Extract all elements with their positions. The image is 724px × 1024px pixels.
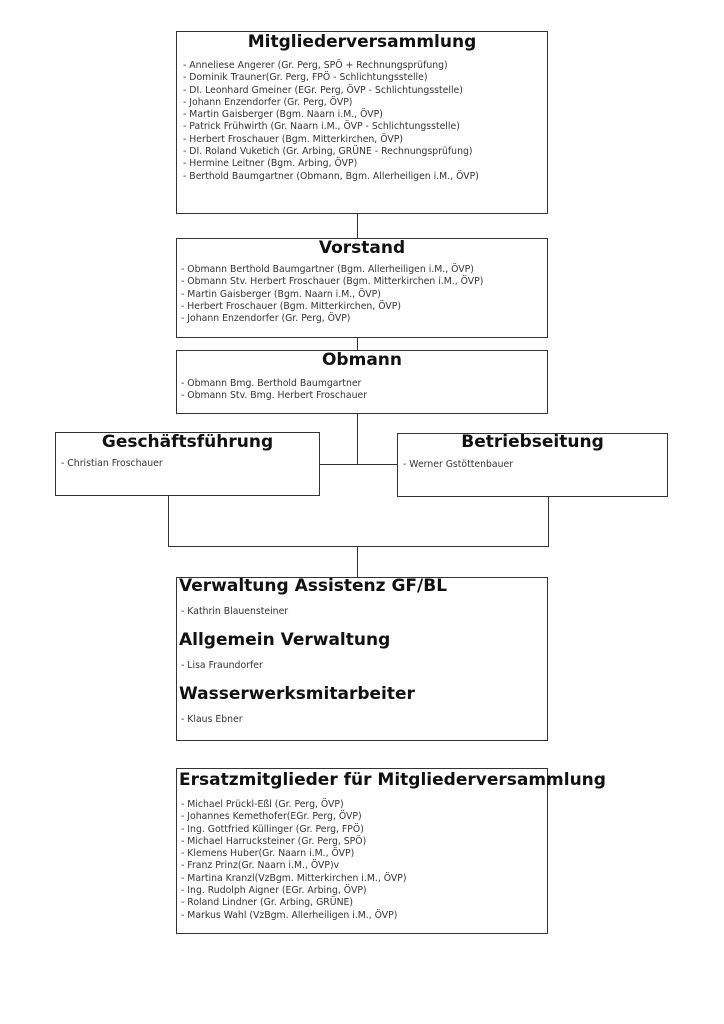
- verwaltung-section-wasserwerk: Wasserwerksmitarbeiter - Klaus Ebner: [179, 684, 545, 726]
- list-item: - Hermine Leitner (Bgm. Arbing, ÖVP): [183, 158, 358, 170]
- betriebseitung-box: Betriebseitung - Werner Gstöttenbauer: [397, 432, 668, 497]
- geschaeftsfuehrung-member-list: - Christian Froschauer: [61, 458, 314, 470]
- connector-bl-down: [548, 497, 549, 547]
- verwaltung-section-allgemein: Allgemein Verwaltung - Lisa Fraundorfer: [179, 630, 545, 672]
- list-item: - Lisa Fraundorfer: [181, 660, 263, 672]
- geschaeftsfuehrung-box: Geschäftsführung - Christian Froschauer: [55, 432, 320, 496]
- list-item: - Ing. Gottfried Küllinger (Gr. Perg, FP…: [181, 823, 364, 835]
- list-item: - Roland Lindner (Gr. Arbing, GRÜNE): [181, 897, 354, 909]
- list-item: - DI. Leonhard Gmeiner (EGr. Perg, ÖVP -…: [183, 84, 463, 96]
- list-item: - Obmann Stv. Bmg. Herbert Froschauer: [181, 390, 368, 402]
- geschaeftsfuehrung-title: Geschäftsführung: [101, 432, 274, 452]
- verwaltung-section-title: Verwaltung Assistenz GF/BL: [179, 576, 448, 596]
- list-item: - Martin Gaisberger (Bgm. Naarn i.M., ÖV…: [183, 109, 383, 121]
- verwaltung-section-assistenz: Verwaltung Assistenz GF/BL - Kathrin Bla…: [179, 576, 545, 618]
- mitgliederversammlung-member-list: - Anneliese Angerer (Gr. Perg, SPÖ + Rec…: [183, 60, 541, 183]
- list-item: - DI. Roland Vuketich (Gr. Arbing, GRÜNE…: [183, 146, 473, 158]
- connector-bottom-horizontal: [168, 546, 549, 547]
- list-item: - Berthold Baumgartner (Obmann, Bgm. All…: [183, 170, 479, 182]
- obmann-title: Obmann: [321, 350, 402, 370]
- verwaltung-box: Verwaltung Assistenz GF/BL - Kathrin Bla…: [176, 576, 548, 741]
- list-item: - Michael Harrucksteiner (Gr. Perg, SPÖ): [181, 835, 367, 847]
- list-item: - Herbert Froschauer (Bgm. Mitterkirchen…: [181, 300, 401, 312]
- list-item: - Kathrin Blauensteiner: [181, 606, 289, 617]
- list-item: - Werner Gstöttenbauer: [403, 459, 514, 470]
- vorstand-member-list: - Obmann Berthold Baumgartner (Bgm. Alle…: [181, 264, 543, 325]
- list-item: - Martina Kranzl(VzBgm. Mitterkirchen i.…: [181, 872, 407, 884]
- list-item: - Christian Froschauer: [61, 458, 163, 469]
- mitgliederversammlung-title: Mitgliederversammlung: [247, 32, 477, 52]
- connector-obmann-branch: [357, 413, 358, 465]
- list-item: - Obmann Bmg. Berthold Baumgartner: [181, 378, 362, 389]
- vorstand-title: Vorstand: [318, 238, 406, 258]
- verwaltung-section-member-list: - Kathrin Blauensteiner: [179, 606, 545, 618]
- list-item: - Franz Prinz(Gr. Naarn i.M., ÖVP)v: [181, 860, 340, 872]
- list-item: - Johannes Kemethofer(EGr. Perg, ÖVP): [181, 811, 362, 823]
- list-item: - Anneliese Angerer (Gr. Perg, SPÖ + Rec…: [183, 60, 448, 71]
- obmann-box: Obmann - Obmann Bmg. Berthold Baumgartne…: [176, 350, 548, 414]
- betriebseitung-title: Betriebseitung: [461, 432, 604, 452]
- list-item: - Obmann Stv. Herbert Froschauer (Bgm. M…: [181, 276, 484, 288]
- ersatzmitglieder-title: Ersatzmitglieder für Mitgliederversammlu…: [179, 770, 606, 790]
- connector-to-verwaltung: [357, 546, 358, 578]
- verwaltung-section-member-list: - Lisa Fraundorfer: [179, 660, 545, 672]
- list-item: - Michael Prückl-Eßl (Gr. Perg, ÖVP): [181, 799, 344, 810]
- list-item: - Klemens Huber(Gr. Naarn i.M., ÖVP): [181, 848, 355, 860]
- verwaltung-section-title: Allgemein Verwaltung: [179, 630, 391, 651]
- list-item: - Dominik Trauner(Gr. Perg, FPÖ - Schlic…: [183, 72, 428, 84]
- list-item: - Patrick Frühwirth (Gr. Naarn i.M., ÖVP…: [183, 121, 460, 133]
- list-item: - Ing. Rudolph Aigner (EGr. Arbing, ÖVP): [181, 885, 367, 897]
- list-item: - Klaus Ebner: [181, 713, 243, 725]
- betriebseitung-member-list: - Werner Gstöttenbauer: [403, 459, 662, 471]
- list-item: - Herbert Froschauer (Bgm. Mitterkirchen…: [183, 133, 403, 145]
- verwaltung-section-title: Wasserwerksmitarbeiter: [179, 683, 415, 704]
- connector-mv-vorstand: [357, 213, 358, 239]
- vorstand-box: Vorstand - Obmann Berthold Baumgartner (…: [176, 238, 548, 338]
- list-item: - Markus Wahl (VzBgm. Allerheiligen i.M.…: [181, 909, 398, 921]
- obmann-member-list: - Obmann Bmg. Berthold Baumgartner- Obma…: [181, 378, 543, 403]
- ersatzmitglieder-member-list: - Michael Prückl-Eßl (Gr. Perg, ÖVP)- Jo…: [179, 799, 545, 922]
- mitgliederversammlung-box: Mitgliederversammlung - Anneliese Angere…: [176, 31, 548, 214]
- list-item: - Johann Enzendorfer (Gr. Perg, ÖVP): [183, 96, 353, 108]
- connector-vorstand-obmann: [357, 337, 358, 351]
- connector-gf-down: [168, 495, 169, 547]
- list-item: - Martin Gaisberger (Bgm. Naarn i.M., ÖV…: [181, 288, 381, 300]
- list-item: - Johann Enzendorfer (Gr. Perg, ÖVP): [181, 313, 351, 325]
- list-item: - Obmann Berthold Baumgartner (Bgm. Alle…: [181, 264, 474, 275]
- connector-branch-horizontal: [319, 464, 398, 465]
- ersatzmitglieder-box: Ersatzmitglieder für Mitgliederversammlu…: [176, 768, 606, 934]
- verwaltung-section-member-list: - Klaus Ebner: [179, 714, 545, 726]
